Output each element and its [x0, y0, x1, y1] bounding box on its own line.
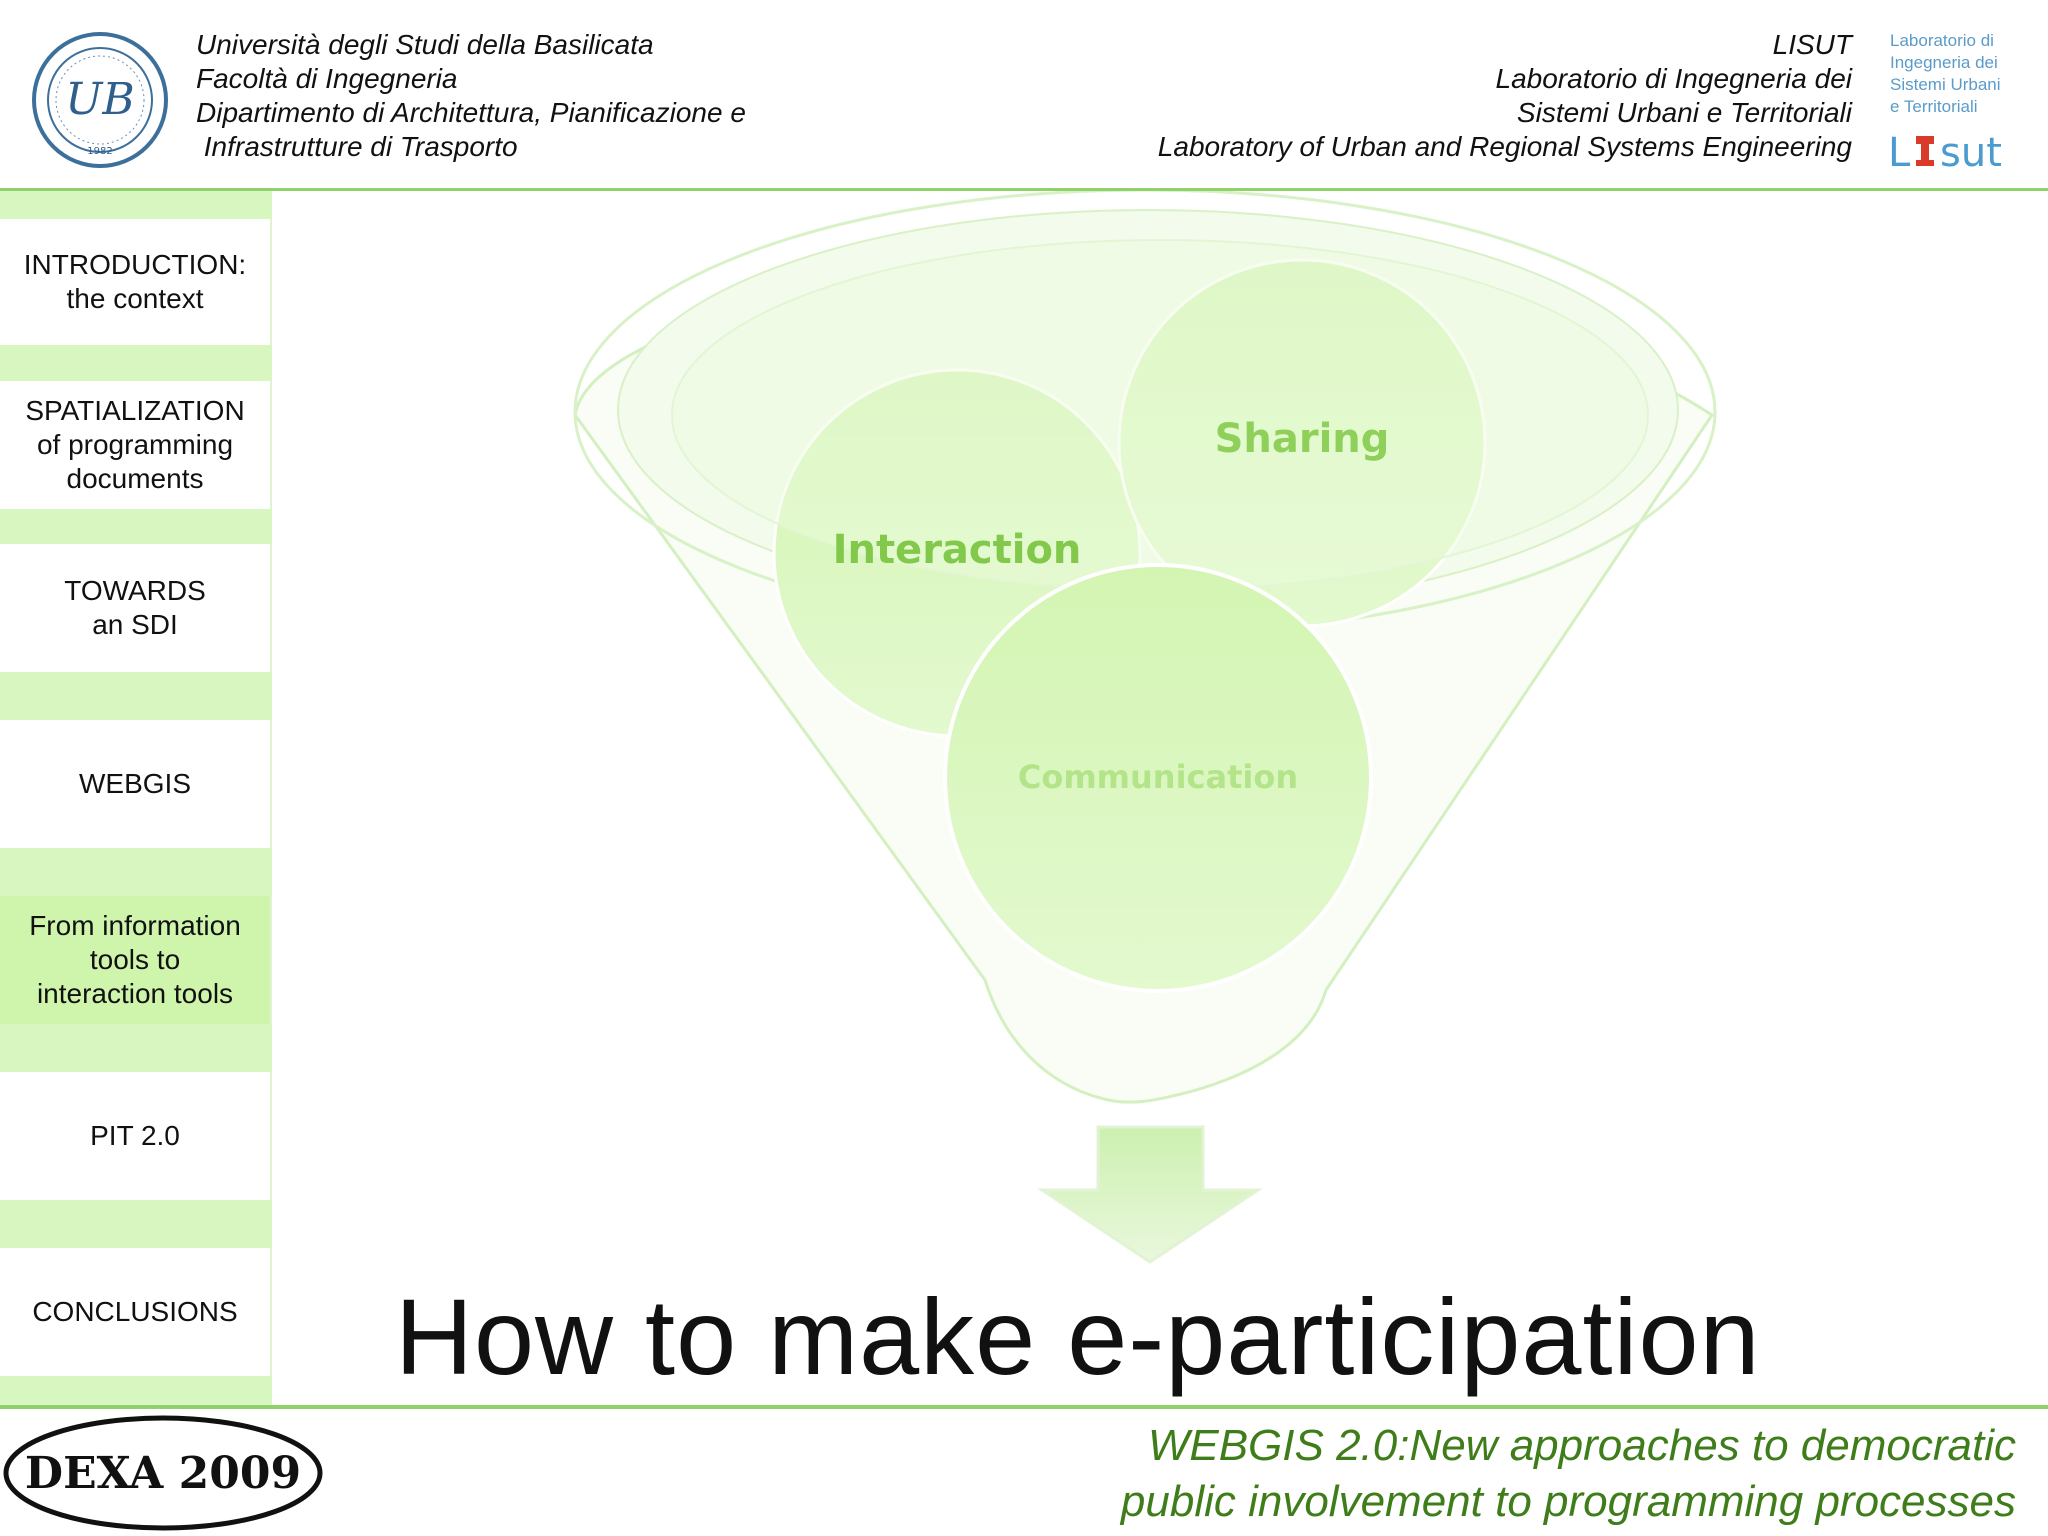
sidebar-item-webgis[interactable]: WEBGIS: [0, 720, 272, 848]
logo-year: 1982: [87, 146, 112, 157]
header-divider: [0, 188, 2048, 191]
lab-line: Laboratorio di Ingegneria dei: [1495, 63, 1852, 94]
sidebar-item-conclusions[interactable]: CONCLUSIONS: [0, 1248, 272, 1376]
lisut-logo: Laboratorio di Ingegneria dei Sistemi Ur…: [1886, 28, 2020, 178]
sidebar-item-interaction-tools[interactable]: From information tools to interaction to…: [0, 896, 272, 1024]
down-arrow-icon: [1037, 1125, 1263, 1264]
sidebar-item-towards-sdi[interactable]: TOWARDS an SDI: [0, 544, 272, 672]
logo-letters: UB: [65, 74, 134, 125]
presentation-subtitle: WEBGIS 2.0:New approaches to democratic …: [1121, 1418, 2016, 1530]
lab-line: LISUT: [1772, 29, 1852, 60]
header: UB 1982 Università degli Studi della Bas…: [0, 0, 2048, 190]
lab-info: LISUT Laboratorio di Ingegneria dei Sist…: [1158, 28, 1852, 164]
svg-text:sut: sut: [1940, 130, 2002, 176]
sidebar-item-label: INTRODUCTION: the context: [23, 249, 247, 314]
communication-circle: [943, 563, 1373, 993]
footer-divider: [0, 1405, 2048, 1409]
university-line: Università degli Studi della Basilicata: [196, 29, 654, 60]
lisut-logo-line: e Territoriali: [1890, 97, 1978, 116]
communication-label: Communication: [1018, 758, 1298, 796]
sidebar-item-label: PIT 2.0: [90, 1120, 180, 1151]
svg-text:L: L: [1888, 130, 1911, 176]
university-line: Dipartimento di Architettura, Pianificaz…: [196, 97, 746, 128]
lisut-logo-line: Sistemi Urbani: [1890, 75, 2001, 94]
sidebar-item-label: WEBGIS: [78, 768, 191, 799]
sidebar-item-spatialization[interactable]: SPATIALIZATION of programming documents: [0, 381, 272, 509]
subtitle-line: public involvement to programming proces…: [1120, 1477, 2016, 1526]
university-info: Università degli Studi della Basilicata …: [196, 28, 746, 164]
funnel-rim-overlay: [671, 239, 1649, 591]
sidebar-item-label: TOWARDS an SDI: [64, 575, 206, 640]
slide-title: How to make e-participation: [395, 1276, 1761, 1397]
lisut-logo-line: Laboratorio di: [1890, 31, 1994, 50]
sharing-label: Sharing: [1215, 416, 1390, 462]
lab-line: Laboratory of Urban and Regional Systems…: [1157, 131, 1852, 162]
sidebar-item-pit[interactable]: PIT 2.0: [0, 1072, 272, 1200]
sidebar-item-introduction[interactable]: INTRODUCTION: the context: [0, 219, 272, 345]
dexa-logo: DEXA 2009: [3, 1415, 323, 1531]
university-line: Facoltà di Ingegneria: [196, 63, 458, 94]
university-line: Infrastrutture di Trasporto: [196, 131, 518, 162]
lab-line: Sistemi Urbani e Territoriali: [1516, 97, 1852, 128]
sidebar-item-label: SPATIALIZATION of programming documents: [25, 395, 245, 494]
university-logo: UB 1982: [32, 32, 168, 168]
lisut-logo-line: Ingegneria dei: [1890, 53, 1998, 72]
sidebar: INTRODUCTION: the context SPATIALIZATION…: [0, 191, 272, 1405]
lisut-mark-icon: L sut: [1888, 130, 2002, 176]
sidebar-item-label: From information tools to interaction to…: [29, 910, 241, 1009]
sidebar-item-label: CONCLUSIONS: [32, 1296, 238, 1327]
funnel-diagram: Sharing Interaction Communication: [573, 191, 1717, 1264]
dexa-label: DEXA 2009: [25, 1448, 301, 1499]
interaction-label: Interaction: [833, 527, 1082, 573]
subtitle-line: WEBGIS 2.0:New approaches to democratic: [1147, 1421, 2016, 1470]
